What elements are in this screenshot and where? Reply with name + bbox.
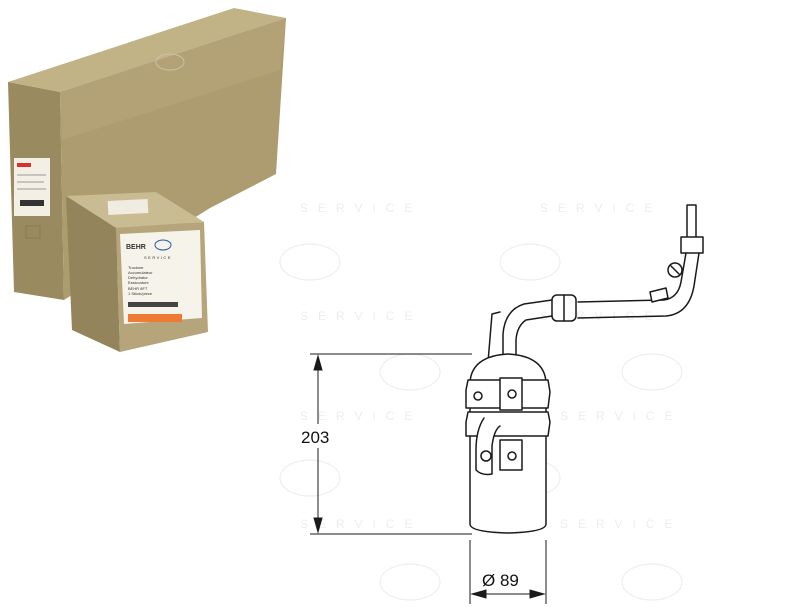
barcode [128, 302, 178, 307]
small-box-top-label [107, 198, 149, 216]
box-label-line: Trockner [128, 265, 144, 270]
box-label-line: Essiccatore [128, 280, 149, 285]
watermark-service-text: SERVICE [300, 309, 422, 323]
large-box-logo-mark [155, 53, 185, 71]
diameter-dimension-value: Ø 89 [482, 571, 519, 590]
watermark-logo [379, 353, 441, 391]
pipe-assembly [487, 204, 704, 363]
diameter-arrow-right [529, 589, 546, 599]
pipe-clip [649, 287, 669, 303]
watermark-logo [621, 353, 683, 391]
hella-logo-icon [154, 239, 172, 251]
large-box-print-mark [25, 225, 41, 239]
pipe-bracket-clip [670, 265, 680, 275]
large-box-top [8, 8, 286, 92]
height-arrow-top [313, 354, 323, 371]
large-box-barcode [20, 200, 44, 206]
bracket-bolt-hole [473, 391, 483, 401]
box-label-line: Accumulateur [128, 270, 153, 275]
watermark-service-text: SERVICE [560, 409, 682, 423]
service-label: SERVICE [144, 255, 172, 260]
orange-stripe [128, 314, 182, 322]
watermark-service-text: SERVICE [300, 409, 422, 423]
small-box: BEHR SERVICE Trockner Accumulateur Dehyd… [66, 192, 208, 352]
bracket-bolt-hole [480, 450, 492, 462]
pipe-end [686, 204, 697, 242]
bracket-bolt-hole [507, 451, 517, 461]
watermark-service-text: SERVICE [540, 201, 662, 215]
height-arrow-bottom [313, 517, 323, 534]
watermark-logo [499, 243, 561, 281]
watermark-logo [279, 459, 341, 497]
diameter-arrow-left [470, 589, 487, 599]
watermark-logo [621, 563, 683, 601]
packaging-photo: BEHR SERVICE Trockner Accumulateur Dehyd… [8, 8, 286, 352]
box-label-line: Dehydrator [128, 275, 148, 280]
box-label-line: BEHR 8FT [128, 286, 148, 291]
receiver-drier [465, 353, 551, 534]
watermark-service-text: SERVICE [560, 517, 682, 531]
pipe-fitting-nut [680, 236, 704, 254]
bracket-bolt-hole [507, 389, 517, 399]
dimension-annotations: 203 Ø 89 [298, 353, 547, 604]
pipe-outline [577, 252, 700, 319]
watermark-logo [279, 243, 341, 281]
brand-logo: BEHR [126, 244, 146, 251]
watermark-service-text: SERVICE [300, 201, 422, 215]
pipe-outline [577, 252, 687, 303]
bracket-strap [475, 417, 501, 476]
large-box-label [14, 158, 50, 216]
pipe-outline [515, 315, 553, 363]
watermark-logo [379, 563, 441, 601]
box-label-line: 1 Stück/piece [128, 291, 153, 296]
watermark-service-text: SERVICE [300, 517, 422, 531]
large-box-highlight [60, 18, 286, 140]
technical-drawing [465, 204, 704, 534]
pipe-outline [487, 311, 501, 363]
large-box-label-brand [17, 163, 31, 167]
small-box-label [120, 230, 202, 324]
height-dimension-value: 203 [301, 428, 329, 447]
height-label-bg [298, 424, 338, 448]
large-box [8, 8, 286, 300]
pipe-outline [502, 299, 553, 363]
small-box-left [66, 196, 120, 352]
